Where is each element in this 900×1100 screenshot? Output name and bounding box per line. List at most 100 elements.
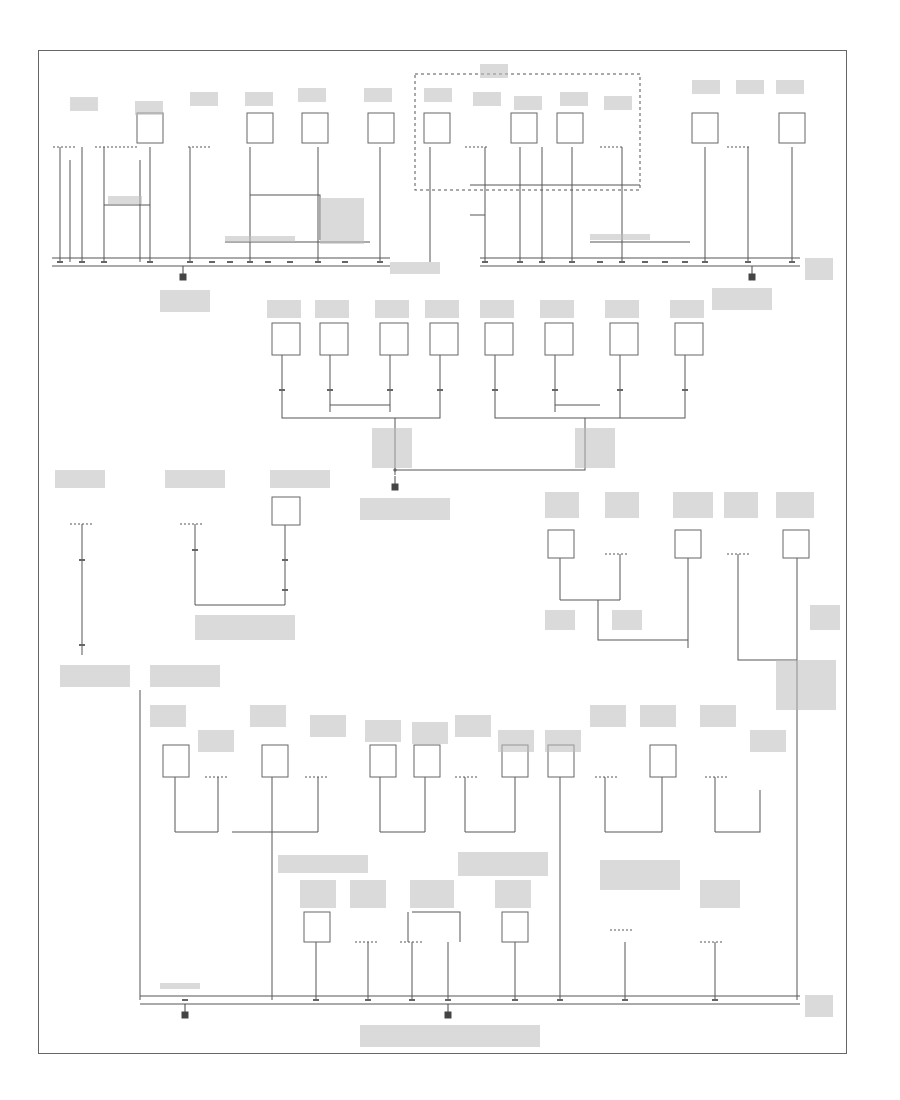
small-label (545, 492, 579, 518)
small-label (540, 300, 574, 318)
wire-path (600, 412, 686, 419)
component-box (547, 529, 575, 559)
connector-tick (387, 389, 393, 391)
connector-tick (79, 644, 85, 646)
component-box (649, 744, 677, 778)
small-label (190, 92, 218, 106)
component-box (484, 322, 514, 356)
component-box (556, 112, 584, 144)
small-label (198, 730, 234, 752)
connector-tick (712, 999, 718, 1001)
component-box (271, 322, 301, 356)
component-box (319, 322, 349, 356)
small-label (320, 198, 364, 244)
small-label (605, 492, 639, 518)
connector-tick (642, 261, 648, 263)
small-label (70, 97, 98, 111)
small-label (514, 96, 542, 110)
small-label (160, 983, 200, 989)
wire-path (412, 911, 461, 942)
small-label (473, 92, 501, 106)
component-box (674, 322, 704, 356)
component-box (510, 112, 538, 144)
component-box (691, 112, 719, 144)
connector-tick (227, 261, 233, 263)
small-label (315, 300, 349, 318)
component-box (674, 529, 702, 559)
connector-marks-layer (57, 261, 795, 1001)
connector-tick (192, 549, 198, 551)
wire-path (597, 600, 688, 641)
small-label (108, 196, 142, 204)
connector-tick (101, 261, 107, 263)
module-outline (414, 73, 641, 191)
small-label (700, 880, 740, 908)
small-label (600, 860, 680, 890)
small-label (776, 492, 814, 518)
small-label (424, 88, 452, 102)
small-label (640, 705, 676, 727)
connector-tick (247, 261, 253, 263)
connector-tick (282, 559, 288, 561)
small-label (776, 660, 836, 710)
small-label (776, 80, 804, 94)
small-label (458, 852, 548, 876)
small-label (410, 880, 454, 908)
small-label (805, 258, 833, 280)
small-label (612, 610, 642, 630)
connector-tick (365, 999, 371, 1001)
wire-path (281, 412, 390, 419)
small-label (810, 605, 840, 630)
component-box (544, 322, 574, 356)
component-box (413, 744, 441, 778)
component-box (303, 911, 331, 943)
connector-tick (789, 261, 795, 263)
small-label (150, 705, 186, 727)
small-label (225, 236, 295, 242)
component-box (609, 322, 639, 356)
small-label (372, 428, 412, 468)
small-label (700, 705, 736, 727)
small-label (55, 470, 105, 488)
wire-path (249, 175, 321, 240)
component-box (367, 112, 395, 144)
small-label (590, 705, 626, 727)
wire-path (390, 412, 441, 419)
small-label (267, 300, 301, 318)
splice-dot (393, 468, 397, 472)
small-label (724, 492, 758, 518)
small-label (455, 715, 491, 737)
small-label (360, 1025, 540, 1047)
small-label (425, 300, 459, 318)
small-label (712, 288, 772, 310)
connector-tick (279, 389, 285, 391)
connector-tick (377, 261, 383, 263)
small-label (250, 705, 286, 727)
ground-symbols-layer (179, 266, 756, 1019)
component-box (246, 112, 274, 144)
connector-tick (557, 999, 563, 1001)
connector-tick (57, 261, 63, 263)
connector-tick (313, 999, 319, 1001)
component-box (261, 744, 289, 778)
connector-tick (327, 389, 333, 391)
connector-tick (682, 261, 688, 263)
small-label (60, 665, 130, 687)
component-box (778, 112, 806, 144)
connector-tick (517, 261, 523, 263)
small-label (480, 64, 508, 78)
wire-path (737, 648, 797, 661)
connector-tick (79, 261, 85, 263)
connector-tick (622, 999, 628, 1001)
small-label (545, 610, 575, 630)
connector-tick (492, 389, 498, 391)
small-label (364, 88, 392, 102)
small-label (165, 470, 225, 488)
component-box (301, 112, 329, 144)
small-label (495, 880, 531, 908)
component-box (379, 322, 409, 356)
wire-path (494, 412, 600, 419)
small-label (692, 80, 720, 94)
connector-tick (619, 261, 625, 263)
